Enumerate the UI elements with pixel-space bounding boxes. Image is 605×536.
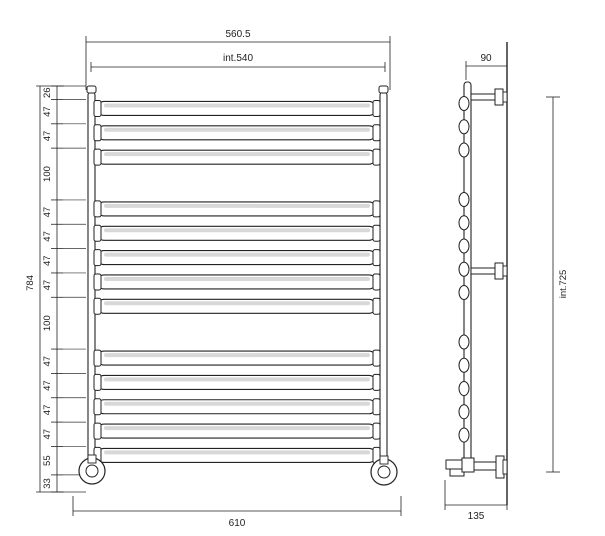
dimension-width-top: 560.5 bbox=[85, 29, 391, 90]
spacing-label: 47 bbox=[42, 380, 53, 391]
tube bbox=[93, 124, 381, 142]
side-tube-end bbox=[458, 357, 470, 373]
horizontal-tubes bbox=[93, 99, 381, 464]
spacing-label: 47 bbox=[42, 255, 53, 266]
dimension-label-int-540: int.540 bbox=[223, 53, 253, 64]
spacing-label: 100 bbox=[42, 166, 53, 182]
tube bbox=[93, 249, 381, 267]
dimension-label-90: 90 bbox=[480, 53, 492, 64]
dimension-spacing-chain: 26 47 47 100 47 47 47 47 100 47 47 47 47 55 33 bbox=[42, 85, 86, 493]
tube bbox=[93, 273, 381, 291]
side-tube-end bbox=[458, 215, 470, 231]
tube bbox=[93, 446, 381, 464]
side-tube-end bbox=[458, 285, 470, 301]
left-bottom-valve bbox=[78, 454, 106, 485]
spacing-label: 26 bbox=[42, 87, 53, 98]
spacing-label: 47 bbox=[42, 405, 53, 416]
side-tube-end bbox=[458, 142, 470, 158]
tube bbox=[93, 99, 381, 117]
tube bbox=[93, 422, 381, 440]
side-tube-end bbox=[458, 334, 470, 350]
front-view: 560.5 int.540 784 26 47 47 100 47 47 47 47 100 47… bbox=[25, 29, 402, 529]
dimension-label-610: 610 bbox=[229, 518, 246, 529]
wall-bracket-middle bbox=[470, 262, 508, 280]
side-tube-end bbox=[458, 381, 470, 397]
tube bbox=[93, 297, 381, 315]
tube bbox=[93, 349, 381, 367]
tube bbox=[93, 200, 381, 218]
tube bbox=[93, 148, 381, 166]
dimension-width-bottom: 610 bbox=[72, 496, 402, 529]
dimension-label-int-725: int.725 bbox=[558, 270, 569, 299]
side-tube-end bbox=[458, 238, 470, 254]
side-tube-end bbox=[458, 119, 470, 135]
dimension-interaxis-top: int.540 bbox=[90, 53, 386, 72]
side-tube-end bbox=[458, 191, 470, 207]
side-tube-end bbox=[458, 404, 470, 420]
side-tube-ends bbox=[458, 95, 470, 443]
tube bbox=[93, 398, 381, 416]
right-bottom-valve bbox=[370, 455, 398, 486]
dimension-label-784: 784 bbox=[25, 275, 36, 291]
side-tube-end bbox=[458, 95, 470, 111]
side-view: 90 bbox=[444, 42, 569, 522]
dimension-label-560-5: 560.5 bbox=[225, 29, 250, 40]
spacing-label: 47 bbox=[42, 356, 53, 367]
dimension-label-135: 135 bbox=[468, 511, 485, 522]
side-tube-end bbox=[458, 261, 470, 277]
spacing-label: 47 bbox=[42, 131, 53, 142]
spacing-label: 47 bbox=[42, 106, 53, 117]
dimension-depth-bottom: 135 bbox=[444, 480, 508, 522]
tube bbox=[93, 373, 381, 391]
dimension-depth-top: 90 bbox=[465, 53, 507, 80]
wall-bracket-top bbox=[470, 88, 508, 106]
spacing-label: 33 bbox=[42, 478, 53, 489]
side-bottom-valve bbox=[445, 455, 508, 479]
spacing-label: 47 bbox=[42, 280, 53, 291]
spacing-label: 100 bbox=[42, 315, 53, 331]
spacing-label: 47 bbox=[42, 207, 53, 218]
spacing-label: 55 bbox=[42, 455, 53, 466]
spacing-label: 47 bbox=[42, 429, 53, 440]
tube bbox=[93, 224, 381, 242]
dimension-interaxis-height: int.725 bbox=[546, 96, 569, 473]
spacing-label: 47 bbox=[42, 231, 53, 242]
side-tube-end bbox=[458, 427, 470, 443]
